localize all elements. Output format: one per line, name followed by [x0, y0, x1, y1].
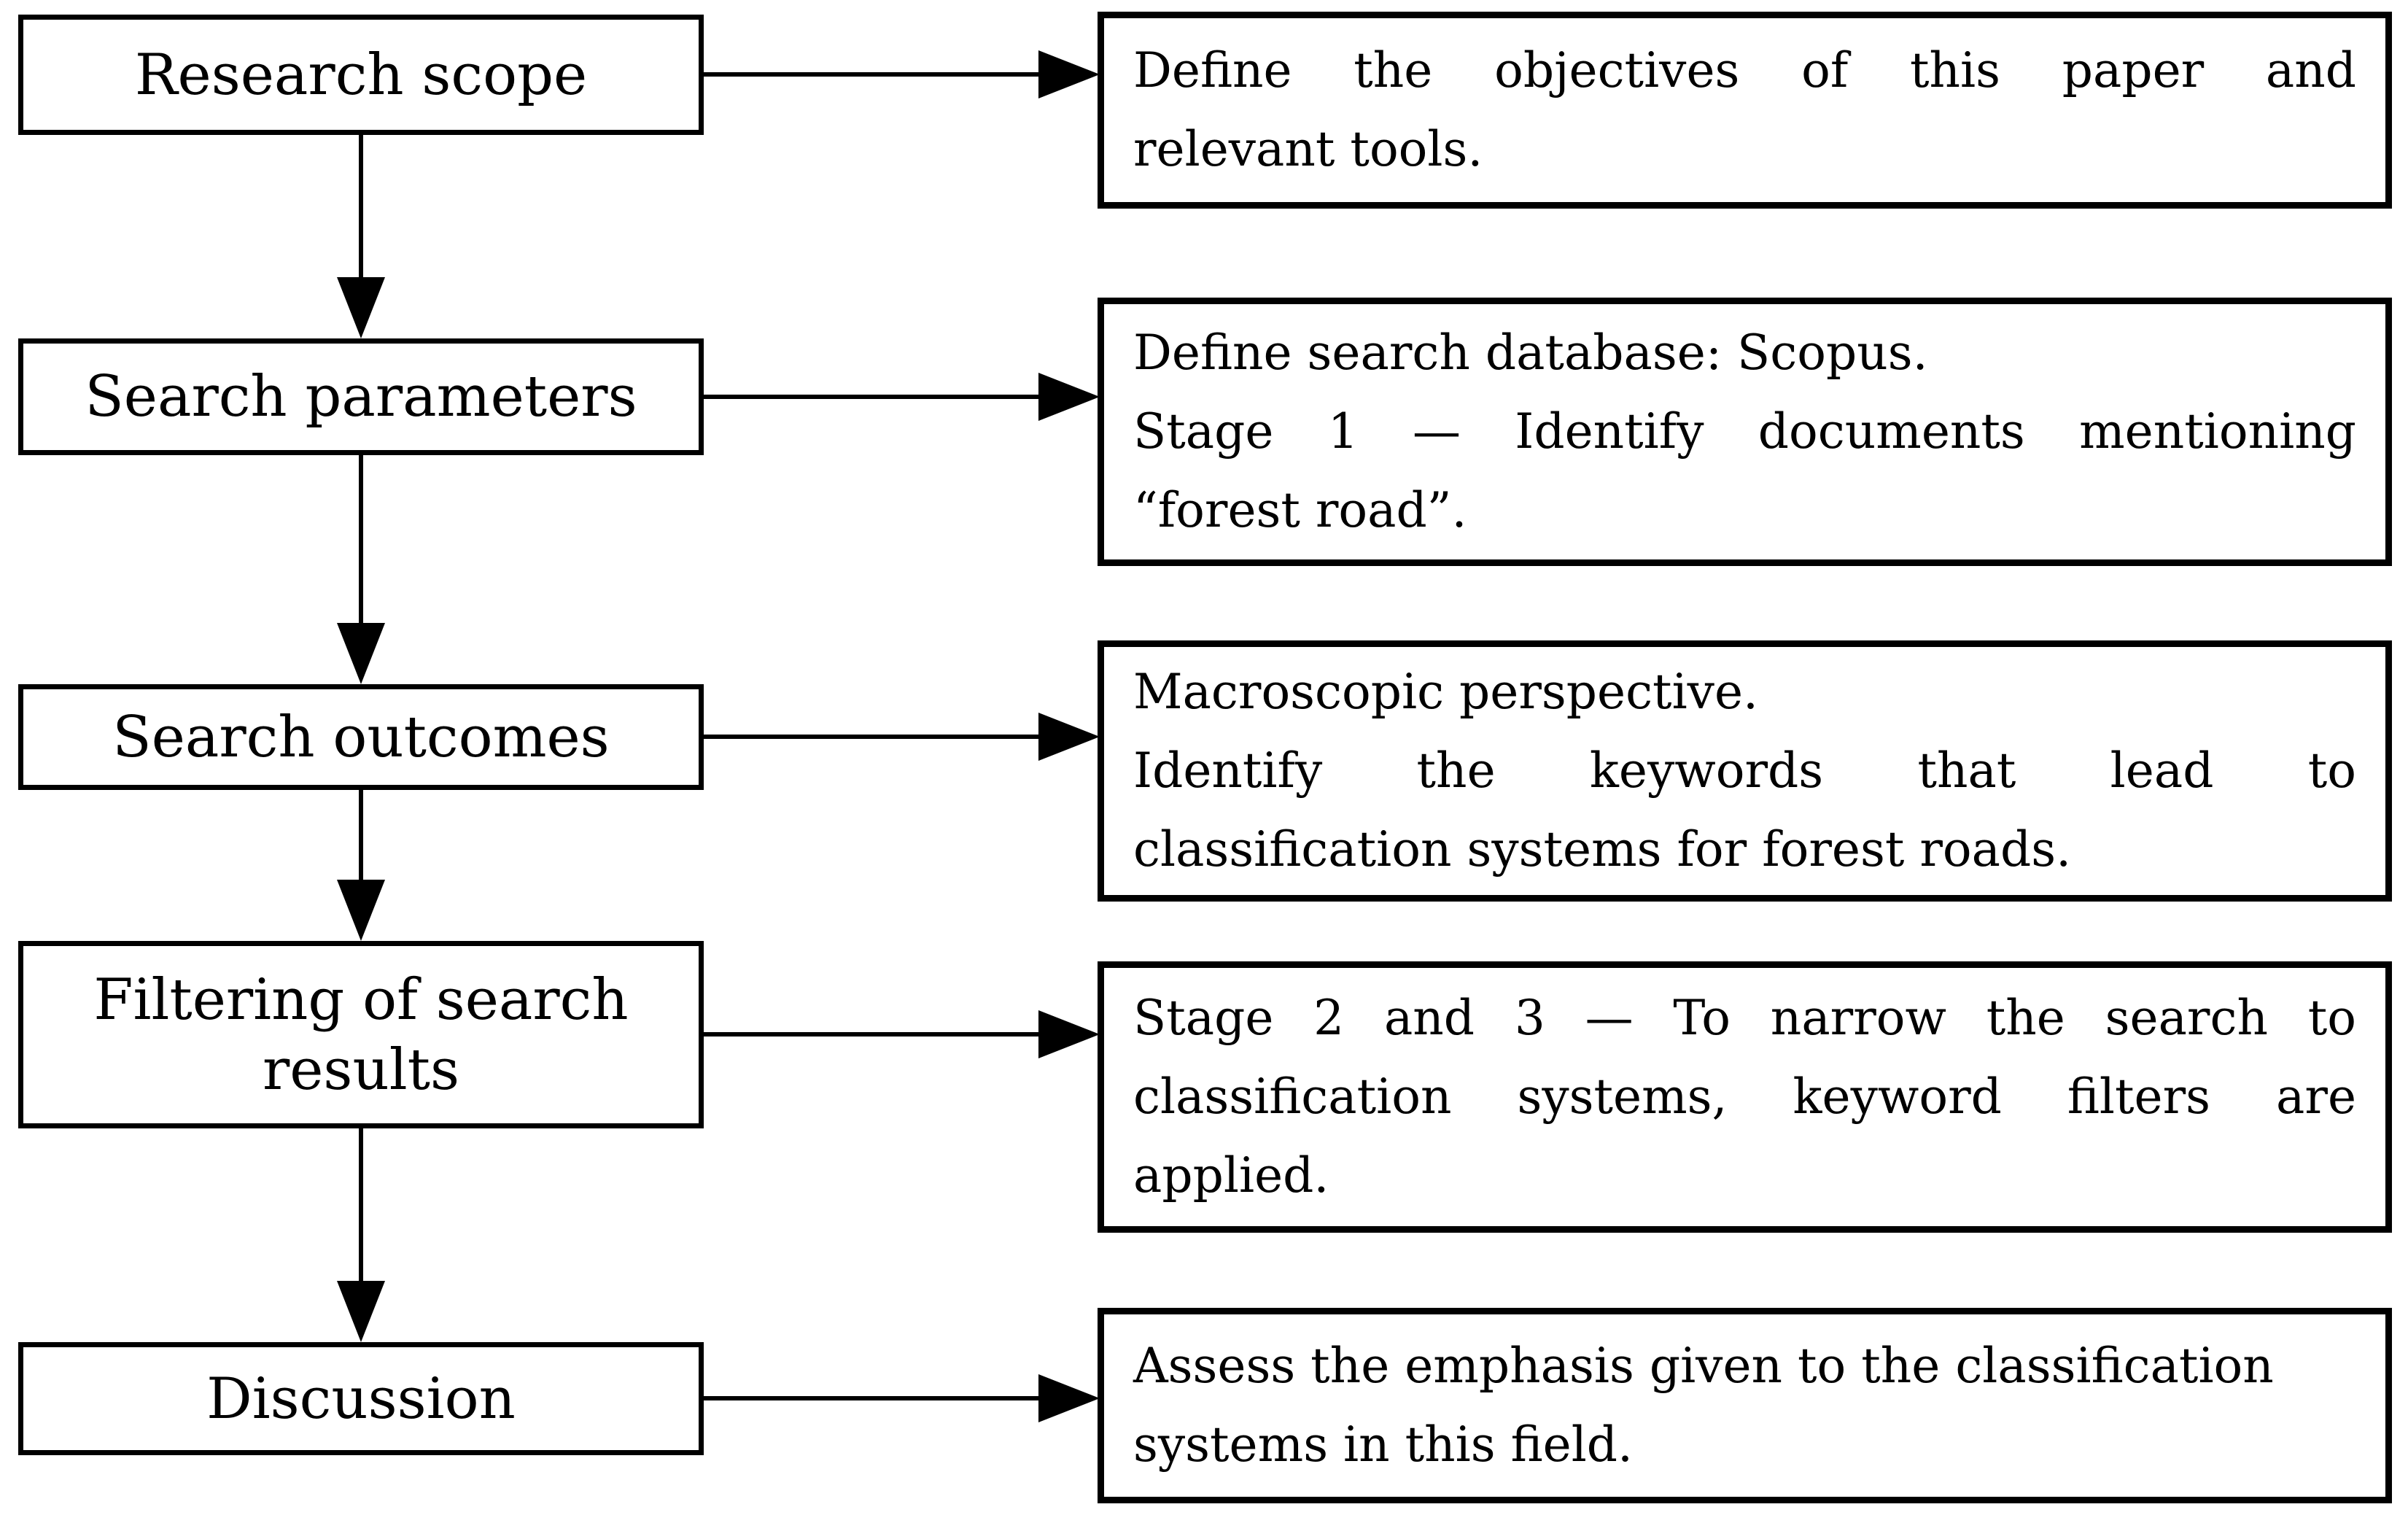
step-label: Search parameters — [85, 364, 637, 430]
down-arrow-head-icon — [337, 880, 385, 941]
description-line: Stage 1 — Identify documents mentioning — [1133, 403, 2356, 460]
down-arrow-head-icon — [337, 1281, 385, 1342]
down-arrow-line-4 — [359, 1128, 363, 1282]
right-arrow-head-icon — [1038, 713, 1100, 761]
description-box-discussion: Assess the emphasis given to the classif… — [1098, 1308, 2392, 1503]
description-box-search-parameters: Define search database: Scopus. Stage 1 … — [1098, 298, 2392, 566]
step-box-discussion: Discussion — [18, 1342, 704, 1455]
description-box-filtering-of-search-results: Stage 2 and 3 — To narrow the search to … — [1098, 961, 2392, 1233]
right-arrow-head-icon — [1038, 50, 1100, 98]
right-arrow-line-5 — [704, 1396, 1041, 1400]
right-arrow-head-icon — [1038, 373, 1100, 421]
right-arrow-line-3 — [704, 735, 1041, 739]
description-line: classification systems, keyword filters … — [1133, 1069, 2356, 1125]
description-box-search-outcomes: Macroscopic perspective. Identify the ke… — [1098, 640, 2392, 902]
step-label: Research scope — [134, 42, 588, 108]
right-arrow-head-icon — [1038, 1374, 1100, 1422]
description-line: “forest road”. — [1133, 482, 1467, 538]
description-line: relevant tools. — [1133, 121, 1483, 177]
down-arrow-head-icon — [337, 623, 385, 684]
step-label: Discussion — [206, 1365, 516, 1432]
down-arrow-line-2 — [359, 455, 363, 624]
description-line: Identify the keywords that lead to — [1133, 743, 2356, 799]
right-arrow-head-icon — [1038, 1010, 1100, 1058]
right-arrow-line-4 — [704, 1032, 1041, 1037]
description-line: systems in this field. — [1133, 1417, 1634, 1473]
step-box-search-parameters: Search parameters — [18, 338, 704, 455]
description-line: Stage 2 and 3 — To narrow the search to — [1133, 990, 2356, 1046]
description-line: Assess the emphasis given to the classif… — [1133, 1338, 2274, 1394]
description-line: Macroscopic perspective. — [1133, 664, 1759, 720]
right-arrow-line-2 — [704, 395, 1041, 399]
down-arrow-line-1 — [359, 135, 363, 279]
description-box-research-scope: Define the objectives of this paper and … — [1098, 12, 2392, 209]
step-label: Search outcomes — [112, 704, 610, 770]
step-box-filtering-of-search-results: Filtering of search results — [18, 941, 704, 1128]
step-box-research-scope: Research scope — [18, 15, 704, 135]
description-line: classification systems for forest roads. — [1133, 821, 2072, 877]
down-arrow-line-3 — [359, 790, 363, 881]
step-box-search-outcomes: Search outcomes — [18, 684, 704, 790]
step-label: Filtering of search results — [93, 966, 629, 1103]
right-arrow-line-1 — [704, 72, 1041, 77]
down-arrow-head-icon — [337, 277, 385, 338]
description-line: Define the objectives of this paper and — [1133, 42, 2356, 98]
description-line: applied. — [1133, 1147, 1329, 1204]
description-line: Define search database: Scopus. — [1133, 325, 1928, 381]
